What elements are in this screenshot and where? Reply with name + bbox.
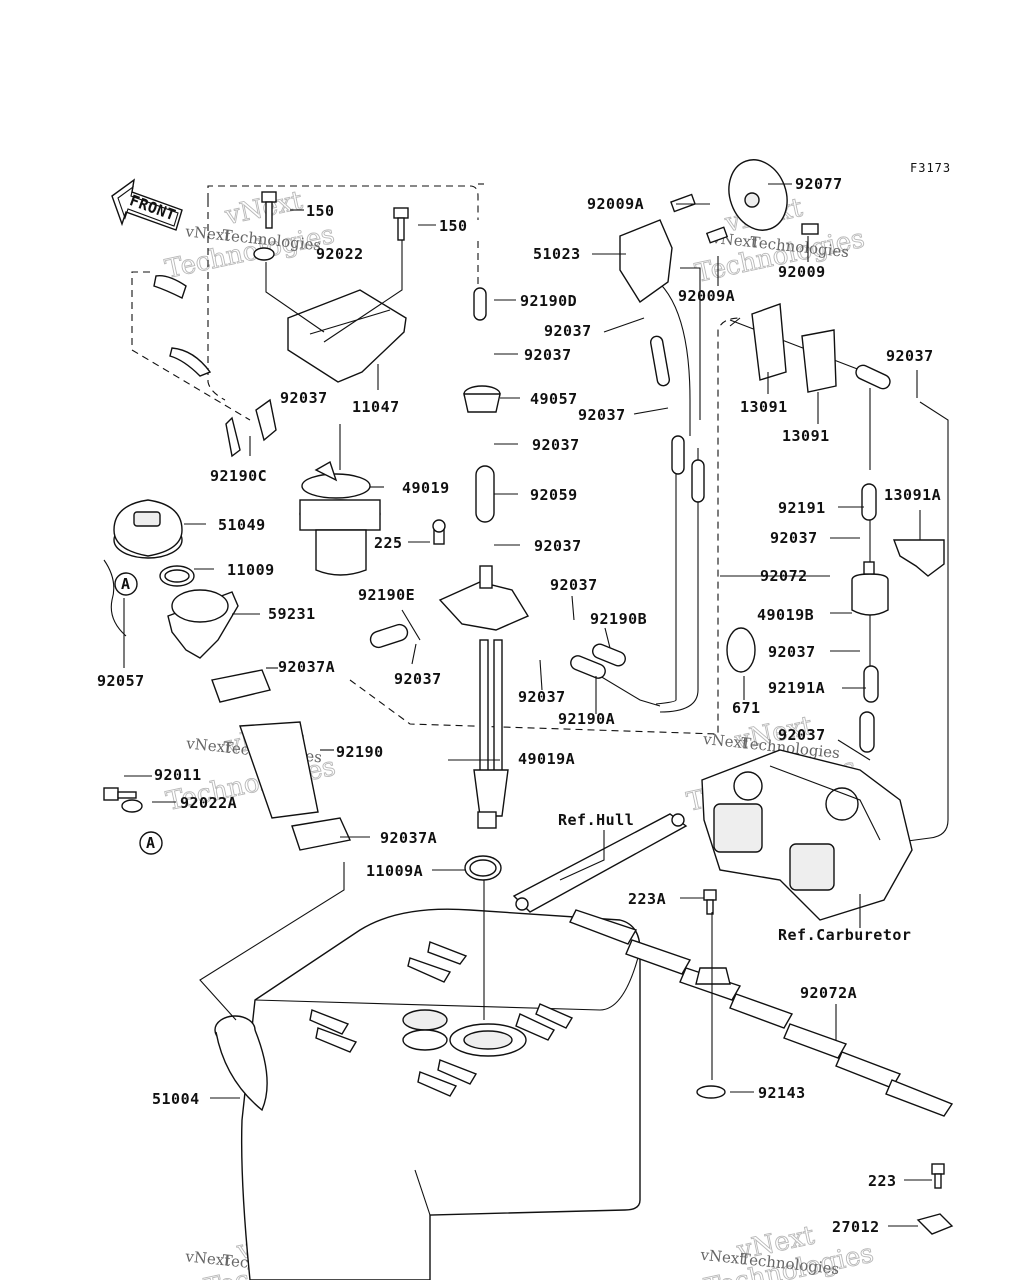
label-92037a-b: 92037A — [380, 829, 437, 847]
label-92009a-top: 92009A — [587, 195, 644, 213]
watermark-text-small: vNext — [184, 1247, 232, 1270]
part-labels: 92077 92009A 51023 92009 92009A 150 150 … — [97, 175, 941, 1236]
watermark-text-small: vNext — [699, 1246, 747, 1269]
label-92190: 92190 — [336, 743, 384, 761]
label-92143: 92143 — [758, 1084, 806, 1102]
leader-lines — [123, 183, 932, 1227]
label-92011: 92011 — [154, 766, 202, 784]
label-92037-m: 92037 — [778, 726, 826, 744]
label-92022: 92022 — [316, 245, 364, 263]
hose-routing-lines — [131, 183, 949, 843]
hull-bracket — [512, 813, 688, 913]
label-92037a: 92037A — [278, 658, 335, 676]
fuel-valve-assembly — [369, 287, 626, 829]
label-92072a: 92072A — [800, 984, 857, 1002]
label-92009a-bottom: 92009A — [678, 287, 735, 305]
label-92037-d: 92037 — [578, 406, 626, 424]
label-150-a: 150 — [306, 202, 335, 220]
label-92009: 92009 — [778, 263, 826, 281]
label-13091a: 13091A — [884, 486, 941, 504]
hardware — [103, 191, 954, 1235]
label-92037-h: 92037 — [534, 537, 582, 555]
label-13091-a: 13091 — [740, 398, 788, 416]
label-92037-i: 92037 — [550, 576, 598, 594]
label-92190b: 92190B — [590, 610, 647, 628]
label-92037-f: 92037 — [532, 436, 580, 454]
filler-cap: A A — [103, 499, 502, 881]
label-92022a: 92022A — [180, 794, 237, 812]
label-49019a: 49019A — [518, 750, 575, 768]
label-92037-b: 92037 — [524, 346, 572, 364]
label-59231: 59231 — [268, 605, 316, 623]
label-92190c: 92190C — [210, 467, 267, 485]
label-92191: 92191 — [778, 499, 826, 517]
label-92037-j: 92037 — [768, 643, 816, 661]
label-92037-a: 92037 — [544, 322, 592, 340]
label-92037-g: 92037 — [770, 529, 818, 547]
label-51023: 51023 — [533, 245, 581, 263]
label-49019: 49019 — [402, 479, 450, 497]
watermark-text-small: vNext — [701, 730, 749, 753]
watermark-text-small: vNext — [184, 222, 232, 245]
front-arrow: FRONT — [111, 178, 183, 231]
label-671: 671 — [732, 699, 761, 717]
label-92037-c: 92037 — [280, 389, 328, 407]
carburetor — [701, 749, 913, 921]
label-92190e: 92190E — [358, 586, 415, 604]
label-49019b: 49019B — [757, 606, 814, 624]
label-49057: 49057 — [530, 390, 578, 408]
label-51004: 51004 — [152, 1090, 200, 1108]
label-92077: 92077 — [795, 175, 843, 193]
label-92190d: 92190D — [520, 292, 577, 310]
label-92037-l: 92037 — [518, 688, 566, 706]
label-11009: 11009 — [227, 561, 275, 579]
label-51049: 51049 — [218, 516, 266, 534]
fuel-filter-assembly — [153, 275, 407, 576]
watermark-text-small: vNext — [184, 734, 232, 757]
circle-marker-a-bottom: A — [146, 834, 156, 852]
label-11009a: 11009A — [366, 862, 423, 880]
label-92190a: 92190A — [558, 710, 615, 728]
label-225: 225 — [374, 534, 403, 552]
label-92037-e: 92037 — [886, 347, 934, 365]
label-27012: 27012 — [832, 1218, 880, 1236]
label-92037-k: 92037 — [394, 670, 442, 688]
label-13091-b: 13091 — [782, 427, 830, 445]
label-223a: 223A — [628, 890, 666, 908]
label-92191a: 92191A — [768, 679, 825, 697]
strap-92072a — [569, 909, 954, 1117]
label-92059: 92059 — [530, 486, 578, 504]
label-92057: 92057 — [97, 672, 145, 690]
label-ref-carburetor: Ref.Carburetor — [778, 926, 911, 944]
figure-code: F3173 — [910, 161, 951, 175]
pump-upper-right — [619, 159, 945, 753]
label-92072: 92072 — [760, 567, 808, 585]
label-ref-hull: Ref.Hull — [558, 811, 634, 829]
circle-marker-a-top: A — [121, 575, 131, 593]
label-223: 223 — [868, 1172, 897, 1190]
label-11047: 11047 — [352, 398, 400, 416]
label-150-b: 150 — [439, 217, 468, 235]
fuel-tank — [214, 908, 641, 1280]
